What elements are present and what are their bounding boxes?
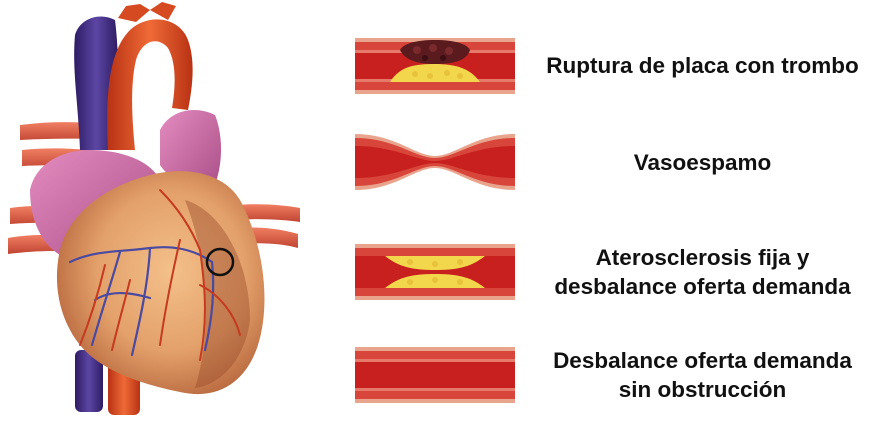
vessel-no-obstruction bbox=[355, 345, 515, 405]
panel-vasospasm: Vasoespamo bbox=[355, 132, 890, 192]
panel-plaque-rupture: Ruptura de placa con trombo bbox=[355, 36, 890, 96]
label-line: desbalance oferta demanda bbox=[515, 272, 890, 301]
panel-fixed-atherosclerosis: Aterosclerosis fija y desbalance oferta … bbox=[355, 242, 890, 302]
label-fixed-atherosclerosis: Aterosclerosis fija y desbalance oferta … bbox=[515, 243, 890, 301]
label-plaque-rupture: Ruptura de placa con trombo bbox=[515, 51, 890, 80]
label-vasospasm: Vasoespamo bbox=[515, 148, 890, 177]
label-line: Aterosclerosis fija y bbox=[515, 243, 890, 272]
label-line: sin obstrucción bbox=[515, 375, 890, 404]
label-no-obstruction: Desbalance oferta demanda sin obstrucció… bbox=[515, 346, 890, 404]
vessel-vasospasm bbox=[355, 132, 515, 192]
vessel-fixed-atherosclerosis bbox=[355, 242, 515, 302]
panel-no-obstruction: Desbalance oferta demanda sin obstrucció… bbox=[355, 345, 890, 405]
label-line: Vasoespamo bbox=[515, 148, 890, 177]
label-line: Desbalance oferta demanda bbox=[515, 346, 890, 375]
label-line: Ruptura de placa con trombo bbox=[515, 51, 890, 80]
heart-illustration bbox=[0, 0, 340, 421]
vessel-plaque-rupture bbox=[355, 36, 515, 96]
